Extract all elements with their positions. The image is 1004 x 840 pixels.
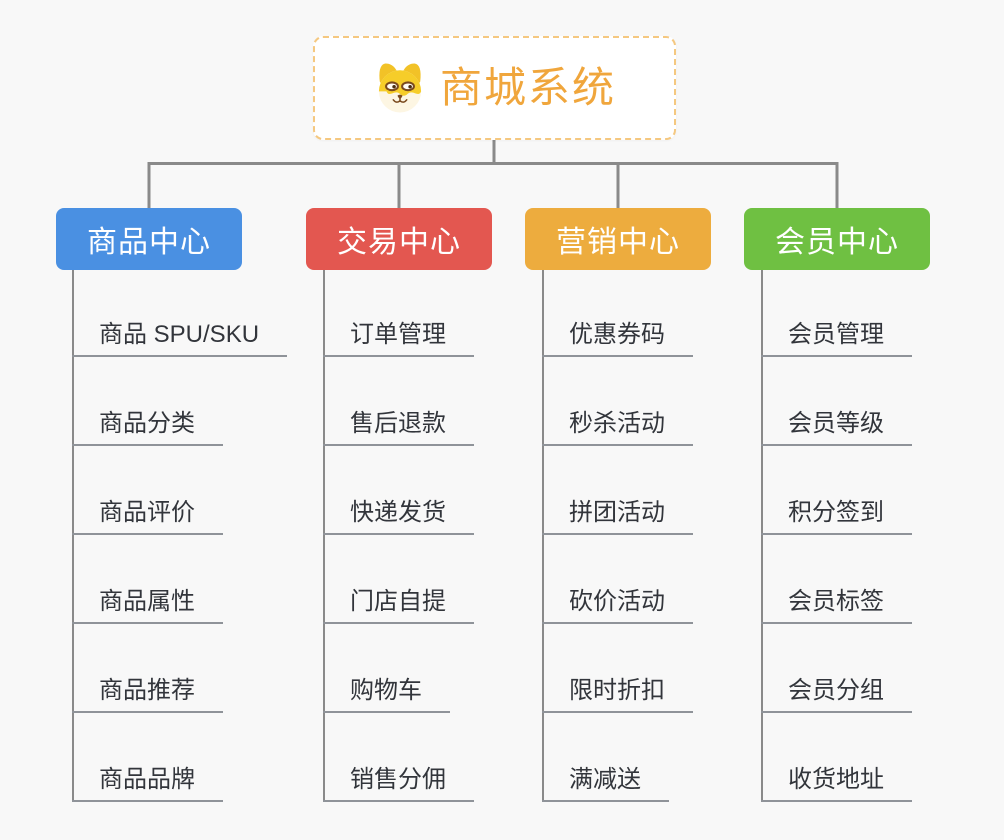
child-topic-label: 门店自提 (350, 588, 446, 615)
child-topic-label: 商品属性 (99, 588, 195, 615)
child-topic[interactable]: 商品分类 (72, 409, 223, 446)
child-topic[interactable]: 快递发货 (323, 498, 474, 535)
branch-children-column: 商品 SPU/SKU 商品分类商品评价商品属性商品推荐商品品牌 (72, 270, 342, 805)
child-topic-label: 商品品牌 (99, 766, 195, 793)
child-topic[interactable]: 门店自提 (323, 587, 474, 624)
branch-label: 交易中心 (337, 226, 461, 259)
child-topic[interactable]: 售后退款 (323, 409, 474, 446)
branch-node-2[interactable]: 营销中心 (525, 208, 711, 270)
child-topic[interactable]: 满减送 (542, 765, 669, 802)
child-topic[interactable]: 商品 SPU/SKU (72, 320, 288, 357)
child-topic[interactable]: 会员管理 (761, 320, 912, 357)
root-title: 商城系统 (439, 64, 616, 111)
branch-label: 会员中心 (775, 226, 899, 259)
child-topic[interactable]: 订单管理 (323, 320, 474, 357)
child-topic[interactable]: 会员标签 (761, 587, 912, 624)
child-topic-label: 商品推荐 (99, 677, 195, 704)
child-topic-label: 会员标签 (788, 588, 884, 615)
child-topic-label: 优惠券码 (569, 321, 665, 348)
child-topic-label: 商品分类 (99, 410, 195, 437)
branch-label: 营销中心 (556, 226, 680, 259)
child-topic-label: 售后退款 (350, 410, 446, 437)
child-topic[interactable]: 收货地址 (761, 765, 912, 802)
branch-label: 商品中心 (87, 226, 211, 259)
child-topic-label: 收货地址 (788, 766, 884, 793)
doge-icon (378, 63, 422, 113)
branch-children-column: 会员管理会员等级积分签到会员标签会员分组收货地址 (761, 270, 1004, 805)
child-topic-label: 积分签到 (788, 499, 884, 526)
child-topic[interactable]: 商品推荐 (72, 676, 223, 713)
child-topic[interactable]: 购物车 (323, 676, 450, 713)
child-topic[interactable]: 秒杀活动 (542, 409, 693, 446)
child-topic[interactable]: 积分签到 (761, 498, 912, 535)
child-topic-label: 商品 SPU/SKU (99, 321, 260, 348)
child-topic-label: 满减送 (569, 766, 641, 793)
branch-node-1[interactable]: 交易中心 (306, 208, 492, 270)
child-topic-label: 会员分组 (788, 677, 884, 704)
child-topic[interactable]: 商品评价 (72, 498, 223, 535)
child-topic[interactable]: 优惠券码 (542, 320, 693, 357)
child-topic[interactable]: 限时折扣 (542, 676, 693, 713)
child-topic-label: 秒杀活动 (569, 410, 665, 437)
branch-node-3[interactable]: 会员中心 (744, 208, 930, 270)
branch-children-column: 优惠券码秒杀活动拼团活动砍价活动限时折扣满减送 (542, 270, 812, 805)
child-topic-label: 销售分佣 (350, 766, 446, 793)
child-topic[interactable]: 会员分组 (761, 676, 912, 713)
child-topic[interactable]: 砍价活动 (542, 587, 693, 624)
child-topic-label: 购物车 (350, 677, 422, 704)
child-topic[interactable]: 会员等级 (761, 409, 912, 446)
child-topic[interactable]: 销售分佣 (323, 765, 474, 802)
child-topic-label: 商品评价 (99, 499, 195, 526)
child-topic-label: 砍价活动 (569, 588, 665, 615)
branch-node-0[interactable]: 商品中心 (56, 208, 242, 270)
child-topic[interactable]: 商品品牌 (72, 765, 223, 802)
branch-children-column: 订单管理售后退款快递发货门店自提购物车销售分佣 (323, 270, 593, 805)
root-node[interactable]: 商城系统 (313, 36, 676, 140)
child-topic-label: 订单管理 (350, 321, 446, 348)
child-topic-label: 拼团活动 (569, 499, 665, 526)
child-topic[interactable]: 拼团活动 (542, 498, 693, 535)
child-topic-label: 快递发货 (350, 499, 446, 526)
child-topic-label: 会员等级 (788, 410, 884, 437)
child-topic[interactable]: 商品属性 (72, 587, 223, 624)
child-topic-label: 会员管理 (788, 321, 884, 348)
child-topic-label: 限时折扣 (569, 677, 665, 704)
